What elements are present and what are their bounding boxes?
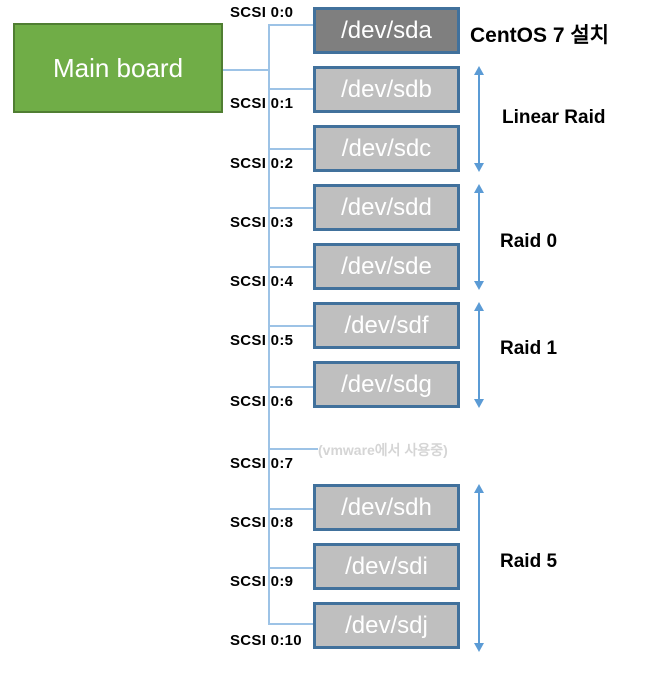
branch-line-scsi-0-7	[268, 448, 318, 450]
branch-line-scsi-0-6	[268, 386, 313, 388]
scsi-label-0-5: SCSI 0:5	[230, 332, 294, 349]
branch-line-scsi-0-1	[268, 88, 313, 90]
linear-raid-span-arrow	[474, 66, 484, 172]
vmware-in-use-note: (vmware에서 사용중)	[318, 442, 448, 458]
disk-box-sdj: /dev/sdj	[313, 602, 460, 649]
scsi-bus-trunk-line	[268, 24, 270, 624]
branch-line-scsi-0-0	[268, 24, 313, 26]
main-board-box: Main board	[13, 23, 223, 113]
disk-label-sdb: /dev/sdb	[341, 75, 432, 103]
scsi-label-0-4: SCSI 0:4	[230, 273, 294, 290]
disk-label-sda: /dev/sda	[341, 16, 432, 44]
scsi-label-0-1: SCSI 0:1	[230, 95, 294, 112]
branch-line-scsi-0-5	[268, 325, 313, 327]
branch-line-scsi-0-2	[268, 148, 313, 150]
disk-label-sdf: /dev/sdf	[344, 311, 429, 339]
disk-label-sdg: /dev/sdg	[341, 370, 432, 398]
branch-line-scsi-0-10	[268, 623, 313, 625]
scsi-label-0-0: SCSI 0:0	[230, 4, 294, 21]
disk-box-sdg: /dev/sdg	[313, 361, 460, 408]
disk-label-sdj: /dev/sdj	[345, 611, 428, 639]
main-board-label: Main board	[52, 52, 184, 83]
disk-box-sdd: /dev/sdd	[313, 184, 460, 231]
raid-0-label: Raid 0	[500, 231, 558, 252]
raid-1-span-arrow	[474, 302, 484, 408]
disk-label-sdd: /dev/sdd	[341, 193, 432, 221]
branch-line-scsi-0-4	[268, 266, 313, 268]
scsi-label-0-2: SCSI 0:2	[230, 155, 294, 172]
scsi-label-0-8: SCSI 0:8	[230, 514, 294, 531]
centos-install-label: CentOS 7 설치	[470, 24, 609, 47]
raid-5-span-arrow	[474, 484, 484, 652]
scsi-label-0-9: SCSI 0:9	[230, 573, 294, 590]
raid-5-label: Raid 5	[500, 551, 558, 572]
scsi-label-0-7: SCSI 0:7	[230, 455, 294, 472]
disk-label-sde: /dev/sde	[341, 252, 432, 280]
disk-box-sdc: /dev/sdc	[313, 125, 460, 172]
raid-0-span-arrow	[474, 184, 484, 290]
disk-label-sdc: /dev/sdc	[341, 134, 432, 162]
disk-label-sdi: /dev/sdi	[345, 552, 428, 580]
disk-box-sdb: /dev/sdb	[313, 66, 460, 113]
raid-1-label: Raid 1	[500, 338, 558, 359]
branch-line-scsi-0-8	[268, 508, 313, 510]
linear-raid-label: Linear Raid	[502, 107, 606, 128]
mainboard-connector-line	[223, 69, 268, 71]
disk-box-sdh: /dev/sdh	[313, 484, 460, 531]
scsi-label-0-3: SCSI 0:3	[230, 214, 294, 231]
disk-box-sda: /dev/sda	[313, 7, 460, 54]
disk-box-sdi: /dev/sdi	[313, 543, 460, 590]
disk-box-sdf: /dev/sdf	[313, 302, 460, 349]
disk-label-sdh: /dev/sdh	[341, 493, 432, 521]
branch-line-scsi-0-3	[268, 207, 313, 209]
scsi-label-0-6: SCSI 0:6	[230, 393, 294, 410]
scsi-label-0-10: SCSI 0:10	[230, 632, 302, 649]
branch-line-scsi-0-9	[268, 567, 313, 569]
disk-box-sde: /dev/sde	[313, 243, 460, 290]
